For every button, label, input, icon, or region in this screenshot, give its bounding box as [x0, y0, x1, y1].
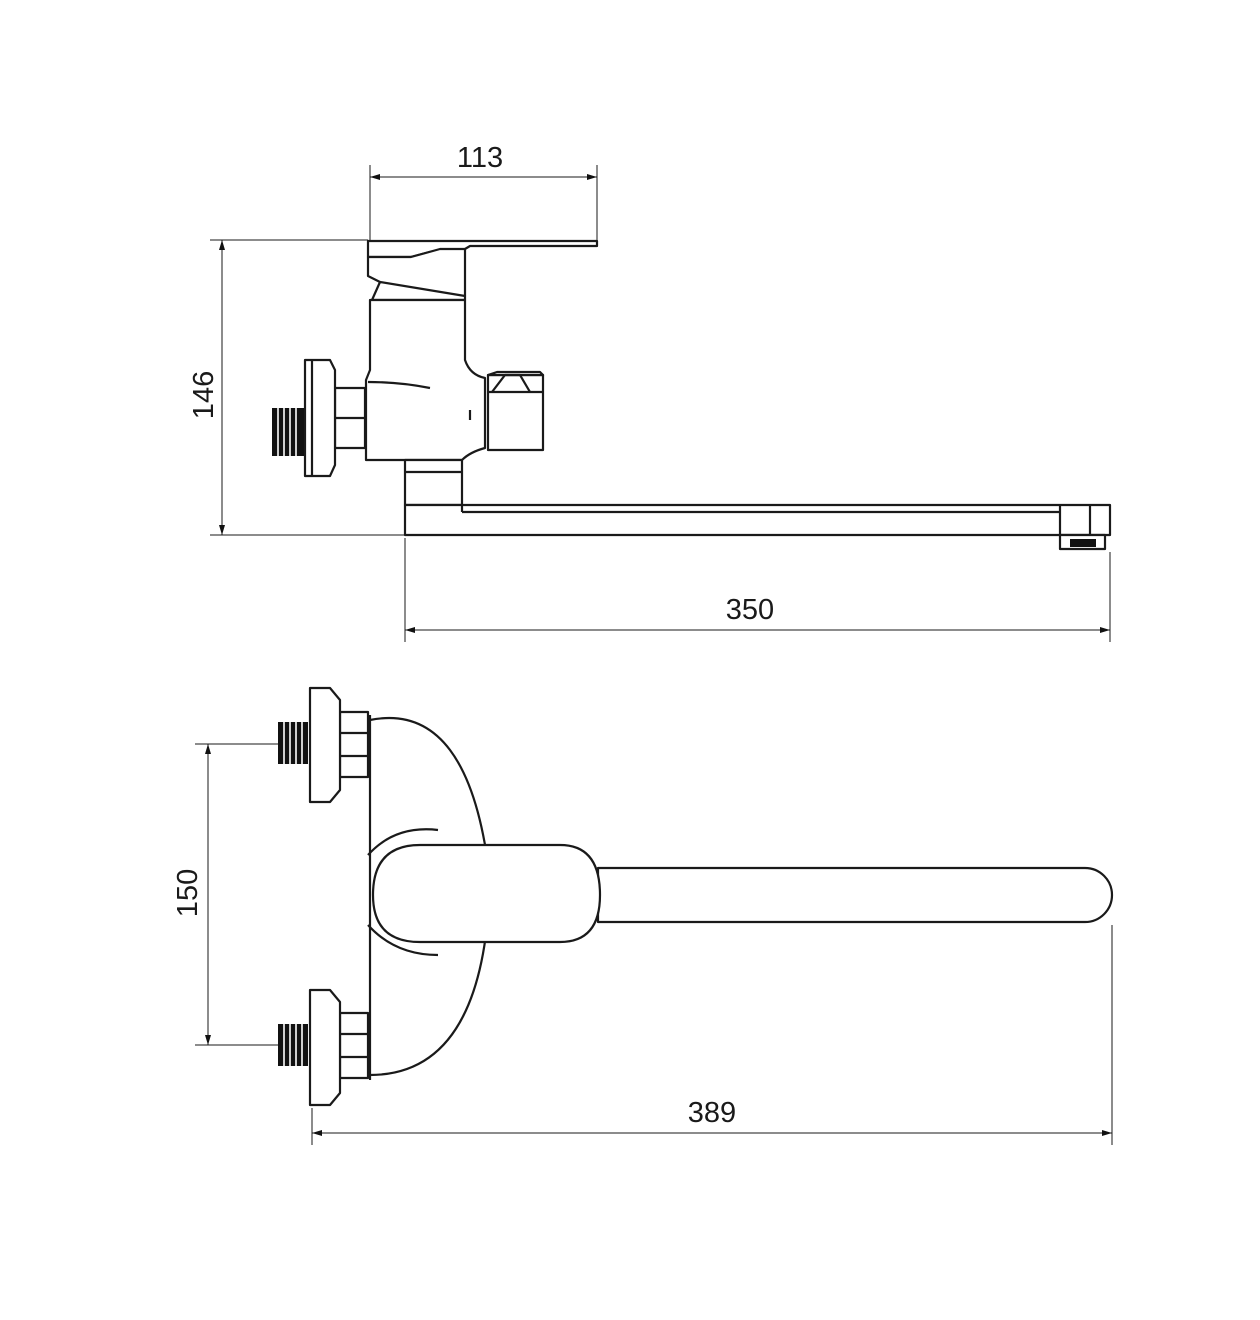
dimension-inlet-spacing: 150	[172, 743, 278, 1046]
upper-inlet	[278, 686, 370, 804]
dimension-height: 146	[188, 239, 405, 536]
spout-swivel	[403, 458, 464, 507]
dimension-top-width-label: 113	[457, 142, 503, 174]
dimension-height-label: 146	[188, 371, 220, 419]
dimension-inlet-spacing-label: 150	[172, 869, 204, 917]
mixer-body	[364, 298, 487, 462]
spout-top	[371, 843, 1114, 944]
dimension-top-width: 113	[369, 142, 598, 242]
side-view: 113 146	[188, 142, 1112, 642]
dimension-overall-length: 389	[311, 925, 1113, 1145]
dimension-overall-length-label: 389	[688, 1097, 736, 1129]
dimension-spout-length-label: 350	[726, 594, 774, 626]
diverter-knob	[486, 370, 545, 452]
spout-side	[403, 503, 1112, 551]
top-view: 150 389	[172, 686, 1114, 1145]
inlet-connection	[272, 358, 367, 478]
lever-handle	[366, 239, 599, 302]
lower-inlet	[278, 988, 370, 1107]
dimension-spout-length: 350	[404, 538, 1111, 642]
